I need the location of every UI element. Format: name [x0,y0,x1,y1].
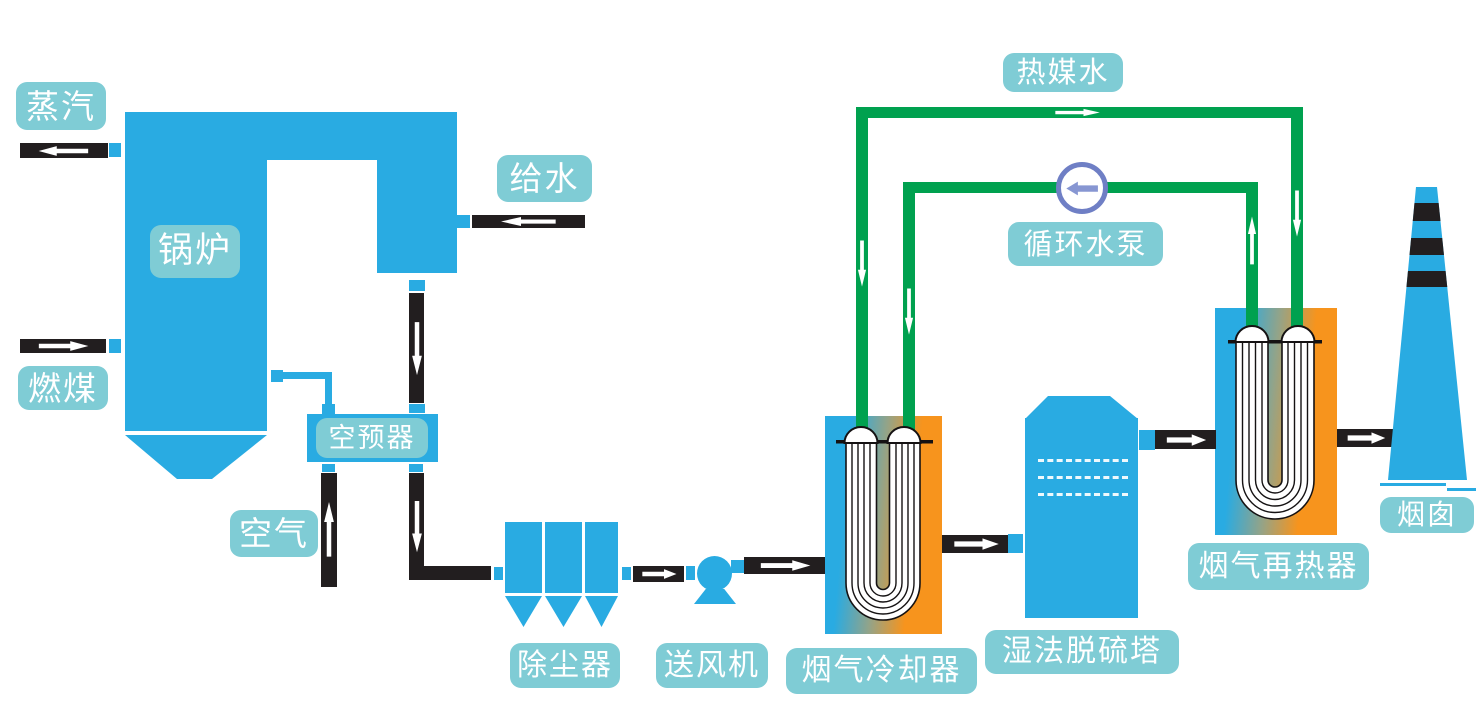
label-forced-draft-fan: 送风机 [656,643,768,688]
duct-to-cooler [744,557,825,574]
label-coal: 燃煤 [18,366,108,410]
steam-nozzle [109,143,121,157]
dust-hopper [505,596,542,627]
spray-level [1038,476,1128,479]
flow-arrow-right-icon [950,537,1002,551]
label-air: 空气 [230,510,318,557]
label-steam: 蒸汽 [16,82,106,130]
preheater-inlet-nozzle [409,404,425,413]
coal-duct [20,339,106,353]
hot-air-nozzle [271,370,283,382]
flow-arrow-down-icon [1292,186,1302,240]
duct-nozzle [622,567,631,580]
flue-duct-horizontal [409,566,491,580]
label-circulating-pump: 循环水泵 [1008,222,1163,266]
steam-duct [20,143,108,158]
dust-collector-cell [585,522,618,593]
label-wet-fgd-tower: 湿法脱硫塔 [985,630,1179,674]
chimney-bands [1388,203,1467,287]
label-dust-collector: 除尘器 [510,643,620,688]
air-duct [321,473,337,587]
flow-arrow-up-icon [323,498,335,562]
feedwater-nozzle [457,215,470,228]
boiler-ash-hopper [125,435,267,479]
tube-cap [1234,325,1270,343]
tube-cap [886,426,922,444]
duct-to-fan [633,566,684,582]
flow-arrow-right-icon [34,340,92,352]
duct-to-fgd [942,535,1010,553]
fgd-inlet-nozzle [1008,534,1023,553]
flow-arrow-left-icon [497,216,561,227]
duct-to-reheater [1155,430,1216,449]
flow-arrow-down-icon [904,284,914,338]
label-heat-medium-water: 热媒水 [1003,53,1123,92]
flue-duct-down [409,293,424,403]
dust-collector-cell [505,522,542,593]
flue-outlet-nozzle [409,464,423,472]
dust-hopper [585,596,618,627]
fgd-tower-roof [1025,396,1138,419]
flow-arrow-down-icon [857,236,867,290]
spray-level [1038,493,1128,496]
label-flue-gas-cooler: 烟气冷却器 [786,648,977,694]
tube-cap [843,426,879,444]
label-feedwater: 给水 [497,155,592,202]
boiler-shape [125,112,457,479]
fgd-tower-shape [1025,418,1138,618]
flow-arrow-down-icon [411,317,423,379]
label-chimney: 烟囱 [1380,497,1474,533]
label-air-preheater: 空预器 [316,418,428,458]
tube-cap [1280,325,1316,343]
pump-arrow-left-icon [1064,180,1101,197]
fan-inlet-nozzle [686,566,695,580]
flow-arrow-right-icon [639,568,679,580]
air-inlet-nozzle [322,464,335,472]
hot-air-pipe-vertical [325,372,332,405]
flow-arrow-right-icon [1163,433,1209,447]
feedwater-duct [472,215,585,228]
flow-arrow-up-icon [1247,213,1257,269]
cooler-tube-bundle [836,426,933,621]
dust-collector-cell [545,522,582,593]
flue-duct-vertical [409,473,424,579]
spray-level [1038,459,1128,462]
flow-arrow-right-icon [756,559,814,572]
coal-nozzle [109,339,121,353]
dust-hopper [545,596,582,627]
flow-arrow-left-icon [35,145,93,157]
reheater-tube-bundle [1228,325,1322,520]
duct-to-chimney [1337,429,1395,447]
hot-air-pipe-horizontal [283,372,327,379]
fan-outlet-nozzle [731,560,744,573]
fan-icon [697,556,732,591]
flow-arrow-down-icon [411,496,423,556]
label-boiler: 锅炉 [150,225,240,278]
flow-arrow-right-icon [1051,108,1103,117]
chimney-shape [1380,187,1476,491]
boiler-outlet-nozzle [409,280,425,291]
fgd-outlet-nozzle [1139,430,1155,450]
dust-collector-inlet-nozzle [494,567,503,580]
hot-air-connector [322,404,335,414]
fan-pedestal [694,589,736,604]
label-flue-gas-reheater: 烟气再热器 [1188,543,1369,590]
